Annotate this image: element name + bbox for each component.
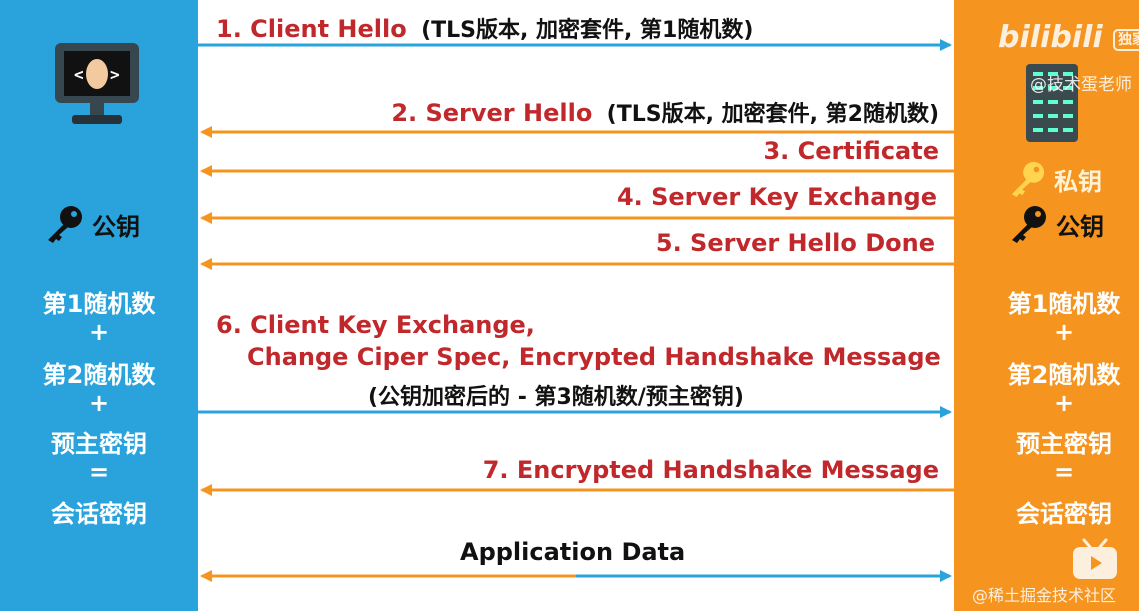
server-plus1: + — [1053, 318, 1075, 346]
client-public-key-label: 公钥 — [92, 212, 140, 241]
juejin-watermark: @稀土掘金技术社区 — [972, 586, 1117, 605]
msg-client-key-exchange-line2: Change Ciper Spec, Encrypted Handshake M… — [247, 343, 941, 371]
server-plus2: + — [1053, 389, 1075, 417]
server-public-key: 公钥 — [1008, 204, 1104, 244]
bilibili-logo: bilibili 独家 — [998, 20, 1139, 55]
msg-server-hello: 2. Server Hello (TLS版本, 加密套件, 第2随机数) — [391, 96, 939, 128]
client-session-key: 会话密钥 — [51, 500, 147, 528]
client-public-key: 公钥 — [44, 204, 140, 244]
bilibili-tv-icon — [1073, 538, 1117, 579]
client-plus2: + — [88, 389, 110, 417]
msg-application-data: Application Data — [460, 538, 686, 566]
server-public-key-label: 公钥 — [1056, 212, 1104, 241]
bilibili-badge: 独家 — [1113, 28, 1139, 51]
server-rack-icon — [1026, 64, 1078, 142]
key-icon — [48, 206, 82, 243]
msg-encrypted-handshake: 7. Encrypted Handshake Message — [482, 456, 939, 484]
msg-client-hello-title: 1. Client Hello — [216, 15, 407, 43]
client-premaster: 预主密钥 — [51, 430, 147, 458]
client-plus1: + — [88, 318, 110, 346]
server-premaster: 预主密钥 — [1016, 430, 1112, 458]
client-rand1: 第1随机数 — [42, 290, 156, 318]
msg-client-hello-detail: (TLS版本, 加密套件, 第1随机数) — [421, 18, 754, 43]
msg-server-hello-done: 5. Server Hello Done — [655, 229, 935, 257]
client-equals: = — [88, 458, 110, 486]
server-rand1: 第1随机数 — [1007, 290, 1121, 318]
bilibili-logo-text: bilibili — [998, 20, 1103, 55]
msg-client-key-exchange-line1: 6. Client Key Exchange, — [216, 311, 535, 339]
key-icon — [1012, 206, 1046, 243]
client-rand2: 第2随机数 — [42, 361, 156, 389]
msg-client-hello: 1. Client Hello (TLS版本, 加密套件, 第1随机数) — [216, 12, 753, 44]
server-equals: = — [1053, 458, 1075, 486]
msg-certificate: 3. Certificate — [763, 137, 939, 165]
computer-monitor-icon: < > — [55, 43, 139, 124]
msg-client-key-exchange-detail: (公钥加密后的 - 第3随机数/预主密钥) — [368, 385, 744, 410]
author-watermark: @技术蛋老师 — [1030, 75, 1132, 95]
server-private-key: 私钥 — [1008, 160, 1102, 198]
svg-text:<: < — [74, 65, 84, 84]
msg-server-key-exchange: 4. Server Key Exchange — [616, 183, 937, 211]
private-key-icon — [1011, 161, 1045, 198]
server-private-key-label: 私钥 — [1054, 167, 1102, 196]
server-rand2: 第2随机数 — [1007, 361, 1121, 389]
msg-server-hello-title: 2. Server Hello — [391, 99, 593, 127]
svg-text:>: > — [110, 65, 120, 84]
msg-server-hello-detail: (TLS版本, 加密套件, 第2随机数) — [606, 102, 939, 127]
server-session-key: 会话密钥 — [1016, 500, 1112, 528]
